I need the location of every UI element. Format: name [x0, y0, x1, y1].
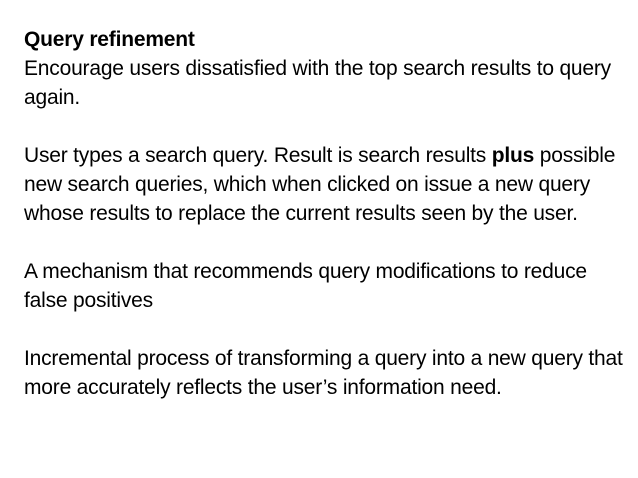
query-result-paragraph: User types a search query. Result is sea… [24, 141, 624, 228]
mechanism-paragraph: A mechanism that recommends query modifi… [24, 260, 587, 312]
process-paragraph: Incremental process of transforming a qu… [24, 347, 623, 399]
query-result-text-start: User types a search query. Result is sea… [24, 144, 492, 167]
emphasis-plus: plus [491, 144, 535, 167]
query-result-text-end: possible new search queries, which when … [24, 144, 616, 225]
slide-heading: Query refinement [24, 28, 195, 51]
intro-paragraph: Query refinement Encourage users dissati… [24, 25, 624, 112]
slide-content: Query refinement Encourage users dissati… [24, 25, 624, 402]
intro-text: Encourage users dissatisfied with the to… [24, 57, 611, 109]
